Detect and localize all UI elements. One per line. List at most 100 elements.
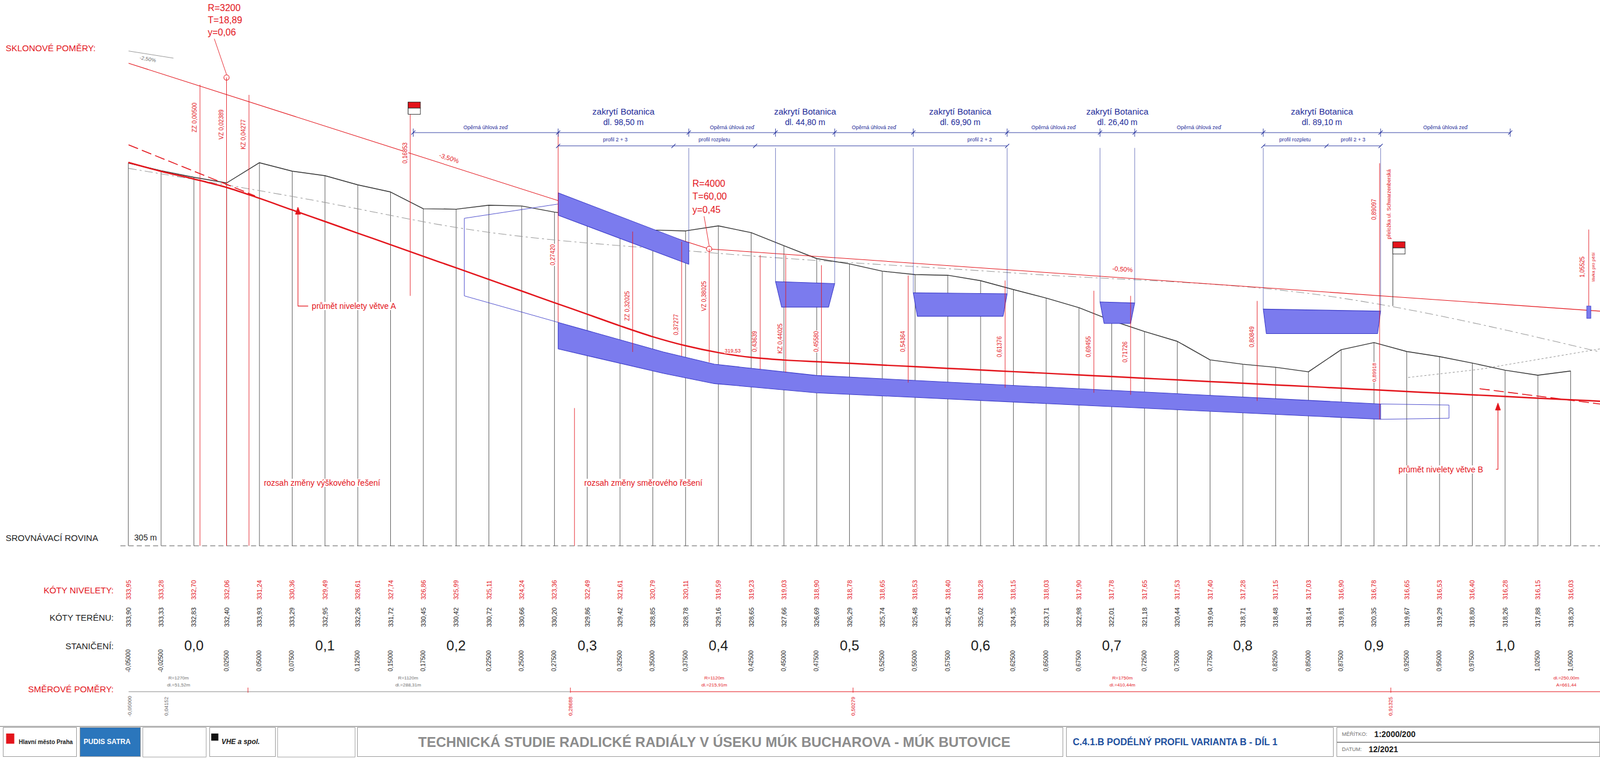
grade-elevation: 316,78	[1370, 579, 1378, 601]
station-line	[1209, 360, 1211, 547]
grade-elevation: 332,06	[223, 579, 230, 601]
terrain-elevation: 325,74	[878, 606, 886, 628]
dimension-tick	[832, 130, 837, 135]
cover-slab	[558, 192, 690, 265]
chainage-value: 1,02500	[1534, 649, 1541, 672]
chainage-km: 0,9	[1363, 638, 1385, 653]
annotation: průmět nivelety větve A	[311, 301, 397, 310]
field-value: 12/2021	[1368, 745, 1399, 754]
arrow-head	[295, 207, 301, 215]
station-callout-line	[1256, 300, 1258, 401]
grade-elevation: 332,70	[190, 579, 198, 601]
terrain-elevation: 331,72	[387, 606, 394, 628]
terrain-elevation: 318,26	[1501, 606, 1509, 628]
station-callout-line	[907, 275, 909, 383]
dimension-line	[413, 132, 1511, 133]
curve-parameter: R=3200	[207, 3, 242, 13]
station-callout-line	[1005, 280, 1006, 388]
row-heading: KÓTY NIVELETY:	[43, 585, 115, 594]
station-callout-line	[785, 254, 786, 373]
grade-elevation: 331,24	[256, 579, 263, 601]
alignment-tick	[852, 687, 854, 693]
alignment-tick	[569, 687, 571, 693]
grade-elevation: 317,65	[1141, 579, 1148, 601]
station-line	[259, 162, 260, 547]
terrain-elevation: 319,81	[1338, 606, 1345, 628]
grade-elevation: 321,61	[617, 579, 624, 601]
chainage-km: 0,7	[1101, 638, 1122, 653]
chainage-value: 0,27500	[551, 649, 558, 672]
grade-elevation: 324,24	[518, 579, 525, 601]
wall-label: Opěrná úhlová zeď	[850, 125, 897, 131]
alignment-parameter: R=1750m	[1111, 675, 1133, 681]
dimension-tick	[911, 130, 916, 135]
station-line	[1078, 307, 1080, 546]
alignment-tick	[247, 687, 249, 693]
station-callout-line	[760, 254, 761, 369]
station-line	[1537, 375, 1539, 546]
dimension-extension	[1263, 147, 1264, 309]
station-callout: VZ 0,02389	[218, 108, 225, 141]
chainage-value: -0,05000	[125, 649, 132, 673]
chainage-value: 0,87500	[1338, 649, 1345, 672]
slope-value: -2,50%	[139, 55, 158, 64]
terrain-elevation: 329,16	[715, 606, 722, 628]
terrain-elevation: 330,20	[551, 606, 558, 628]
alignment-parameter: R=1270m	[168, 675, 190, 681]
chainage-value: 0,42500	[748, 649, 755, 672]
terrain-elevation: 318,71	[1239, 606, 1246, 628]
title-block-cell: TECHNICKÁ STUDIE RADLICKÉ RADIÁLY V ÚSEK…	[357, 727, 1064, 757]
station-callout: ZZ 0,32025	[624, 290, 631, 322]
wall-label: Opěrná úhlová zeď	[462, 125, 509, 131]
field-caption: MĚŘÍTKO:	[1341, 731, 1368, 738]
station-line	[980, 280, 982, 547]
cover-length: dl. 44,80 m	[784, 118, 826, 127]
terrain-line	[128, 162, 1571, 376]
terrain-elevation: 323,71	[1042, 606, 1050, 628]
station-line	[422, 208, 424, 546]
station-callout-line	[410, 113, 411, 296]
city-logo	[6, 733, 15, 744]
station-callout: lávka pro pěší	[1591, 252, 1596, 283]
station-callout-line	[1379, 163, 1381, 420]
dimension-line	[558, 145, 1008, 146]
grade-elevation: 319,59	[715, 579, 722, 601]
station-callout-line	[821, 265, 822, 376]
terrain-elevation: 320,44	[1174, 606, 1181, 628]
station-line	[193, 177, 195, 546]
field-value: 1:2000/200	[1374, 729, 1416, 739]
terrain-elevation: 330,45	[419, 606, 427, 628]
title-text: VHE a spol.	[221, 738, 260, 746]
curve-parameter: T=60,00	[692, 191, 728, 202]
chainage-value: 0,32500	[617, 649, 623, 672]
grade-tangent	[128, 63, 1600, 312]
chainage-value: 0,22500	[486, 649, 493, 672]
profile-type: profil 2 + 2	[966, 137, 993, 143]
terrain-elevation: 332,95	[321, 606, 329, 628]
station-callout: VZ 0,38025	[701, 280, 708, 312]
chainage-value: 0,15000	[387, 649, 394, 672]
terrain-elevation: 318,20	[1567, 606, 1574, 628]
dimension-extension	[913, 147, 914, 293]
curve-parameter: y=0,45	[692, 205, 722, 215]
station-line	[718, 225, 719, 546]
chainage-value: -0,02500	[158, 649, 165, 673]
terrain-elevation: 333,93	[256, 606, 263, 628]
flag	[1392, 241, 1406, 249]
station-callout: 319,53	[724, 348, 742, 354]
station-callout: ZZ 0,00500	[191, 101, 198, 133]
alignment-station: 0,91325	[1388, 695, 1394, 716]
grade-elevation: 317,28	[1239, 579, 1246, 601]
dimension-extension	[1099, 147, 1101, 302]
arrow-head	[1495, 403, 1501, 411]
station-callout: 0,61376	[996, 335, 1003, 358]
station-line	[455, 209, 457, 547]
terrain-elevation: 319,67	[1403, 606, 1410, 628]
slope-value: -3,50%	[437, 151, 461, 165]
station-line	[881, 271, 883, 546]
station-callout: 0,16853	[402, 141, 409, 165]
terrain-elevation: 318,80	[1469, 606, 1476, 628]
station-callout: 0,80849	[1249, 325, 1256, 348]
chainage-value: 0,17500	[420, 649, 427, 672]
